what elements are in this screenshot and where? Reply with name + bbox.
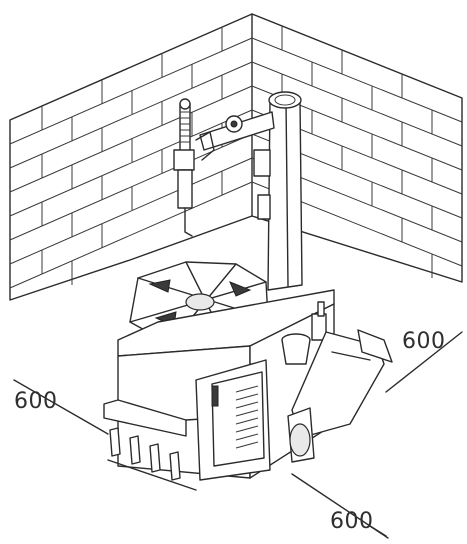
dimension-label-front: 600 <box>330 509 374 534</box>
dimension-lines <box>13 331 463 539</box>
tower-column <box>199 91 303 291</box>
accessory-tray <box>281 301 327 365</box>
front-housing <box>195 359 271 481</box>
mounting-shaft <box>173 98 215 237</box>
dimension-label-right: 600 <box>402 329 446 354</box>
dimension-label-left: 600 <box>14 389 58 414</box>
bead-breaker <box>287 329 393 463</box>
left-brick-wall <box>9 13 253 301</box>
